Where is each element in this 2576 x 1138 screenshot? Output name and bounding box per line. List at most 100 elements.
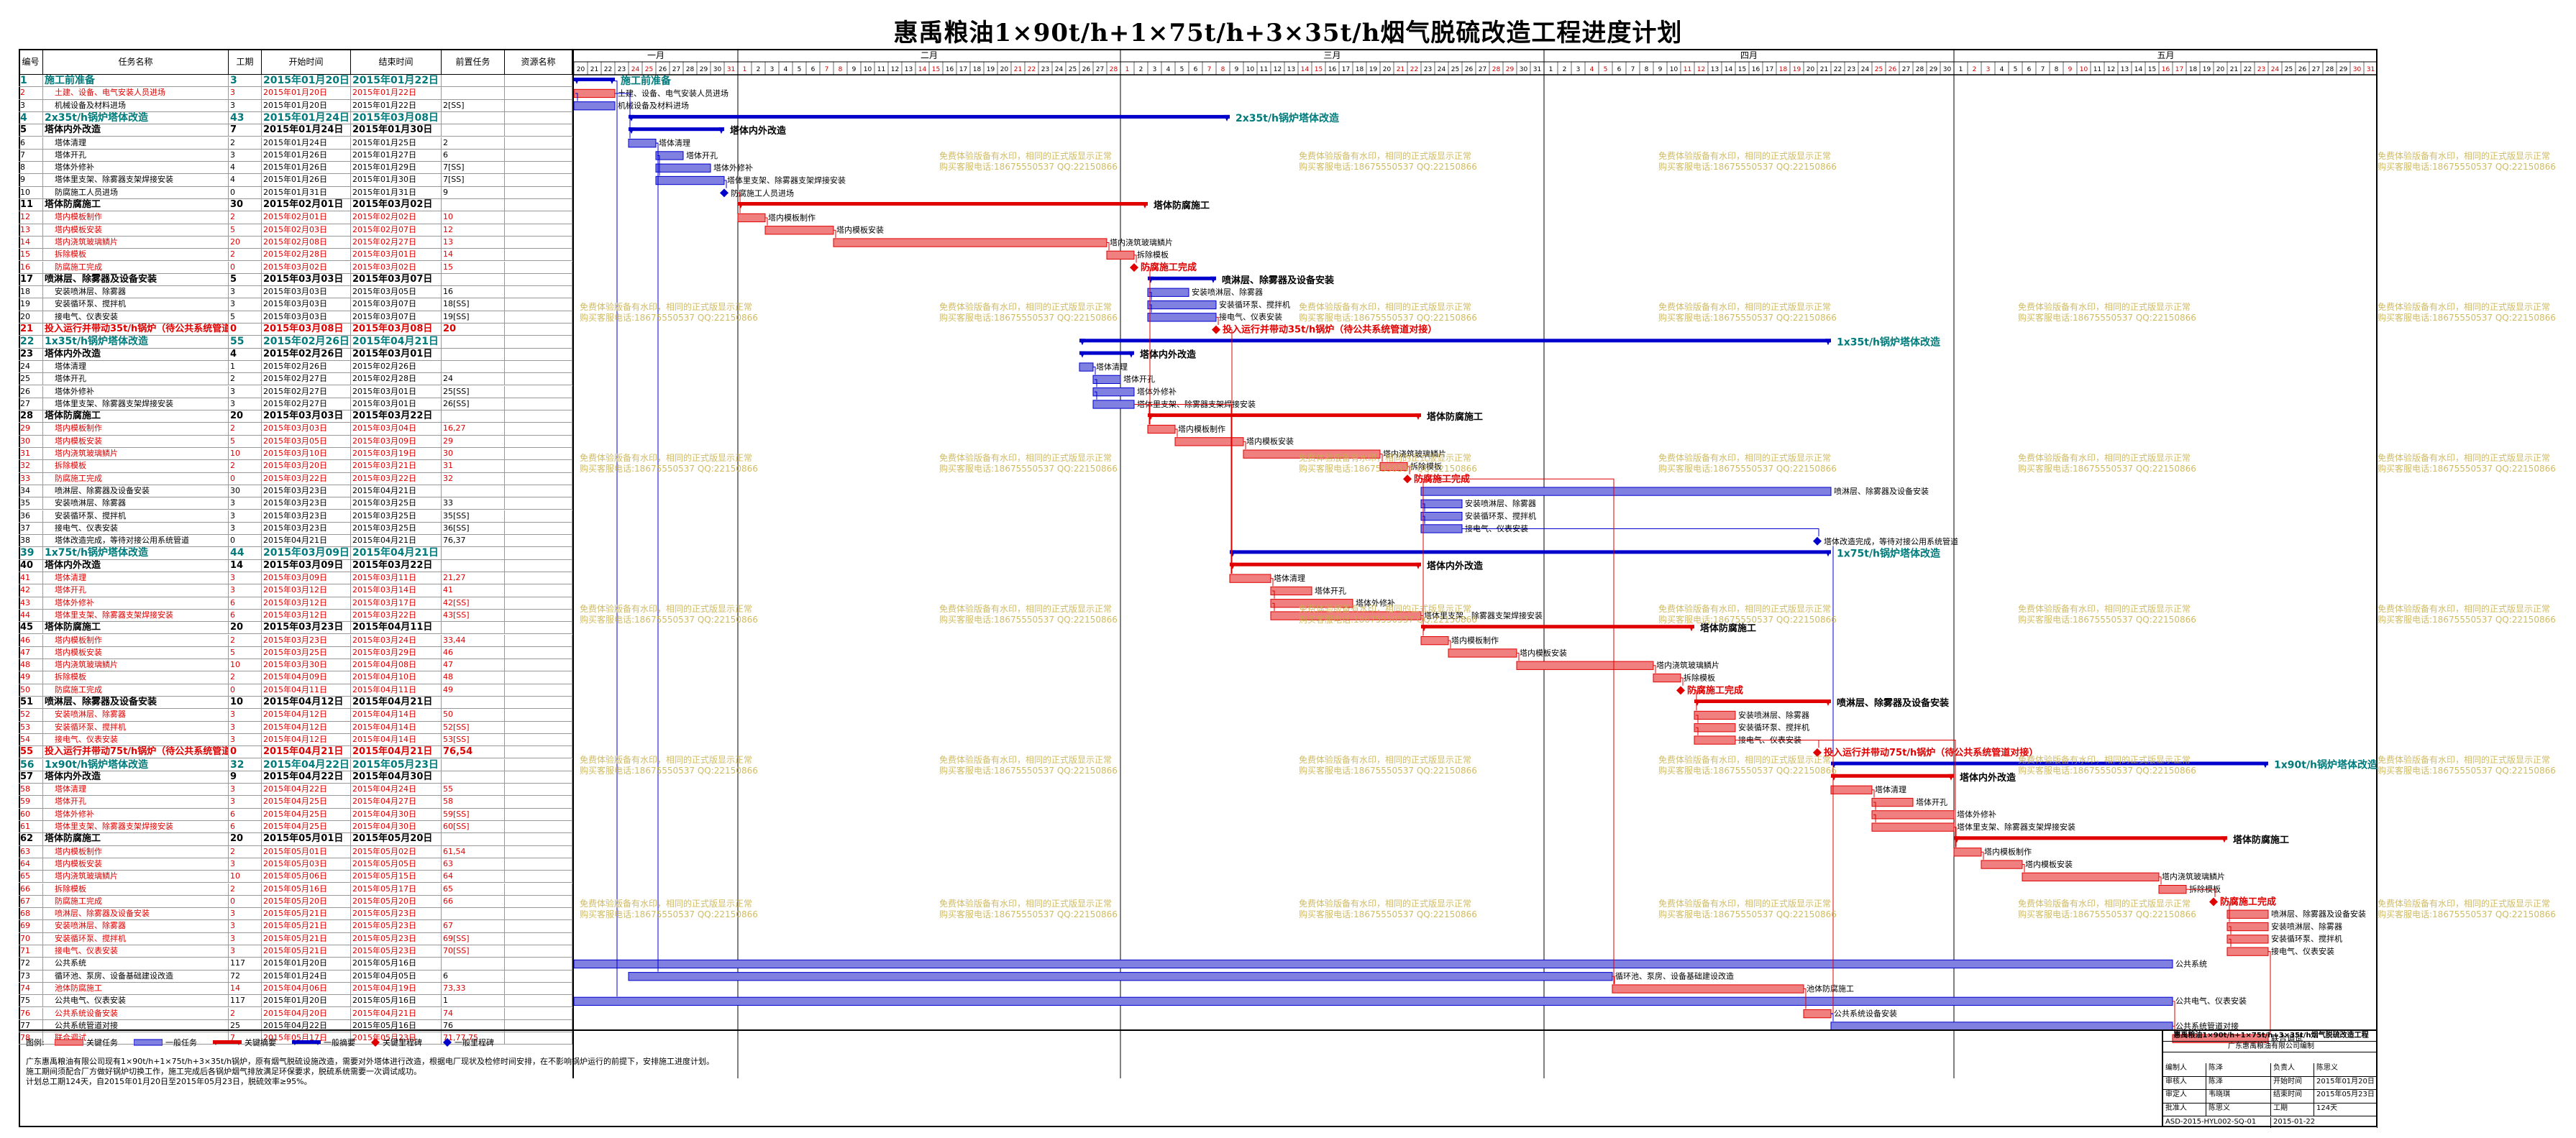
cell-dur: 14 [229, 982, 262, 995]
table-row[interactable]: 55投入运行并带动75t/h锅炉（待公共系统管道对接）02015年04月21日2… [19, 746, 572, 759]
cell-res [505, 1032, 572, 1045]
task-bar [833, 238, 1107, 247]
cell-end: 2015年01月27日 [351, 149, 442, 162]
task-label: 塔体外修补 [1137, 387, 1177, 397]
cell-id: 56 [19, 758, 43, 771]
task-bar [574, 996, 2173, 1006]
day-tick-label: 1 [1125, 66, 1130, 73]
cell-id: 58 [19, 784, 43, 796]
cell-end: 2015年03月07日 [351, 273, 442, 286]
cell-id: 77 [19, 1019, 43, 1032]
summary-end-cap [1224, 114, 1230, 121]
task-label: 循环池、泵房、设备基础建设改造 [1615, 971, 1734, 981]
cell-pred [442, 559, 505, 572]
task-label: 安装喷淋层、除雾器 [1738, 710, 1809, 720]
cell-end: 2015年05月20日 [351, 833, 442, 845]
cell-start: 2015年04月25日 [262, 796, 351, 808]
task-bar [1981, 860, 2023, 869]
cell-name: 塔体里支架、除雾器支架焊接安装 [43, 609, 229, 622]
dependency-link [1873, 814, 1876, 822]
cell-pred [442, 360, 505, 373]
summary-bar [1148, 413, 1421, 418]
table-row[interactable]: 21投入运行并带动35t/h锅炉（待公共系统管道对接）02015年03月08日2… [19, 323, 572, 336]
cell-start: 2015年01月24日 [262, 137, 351, 149]
